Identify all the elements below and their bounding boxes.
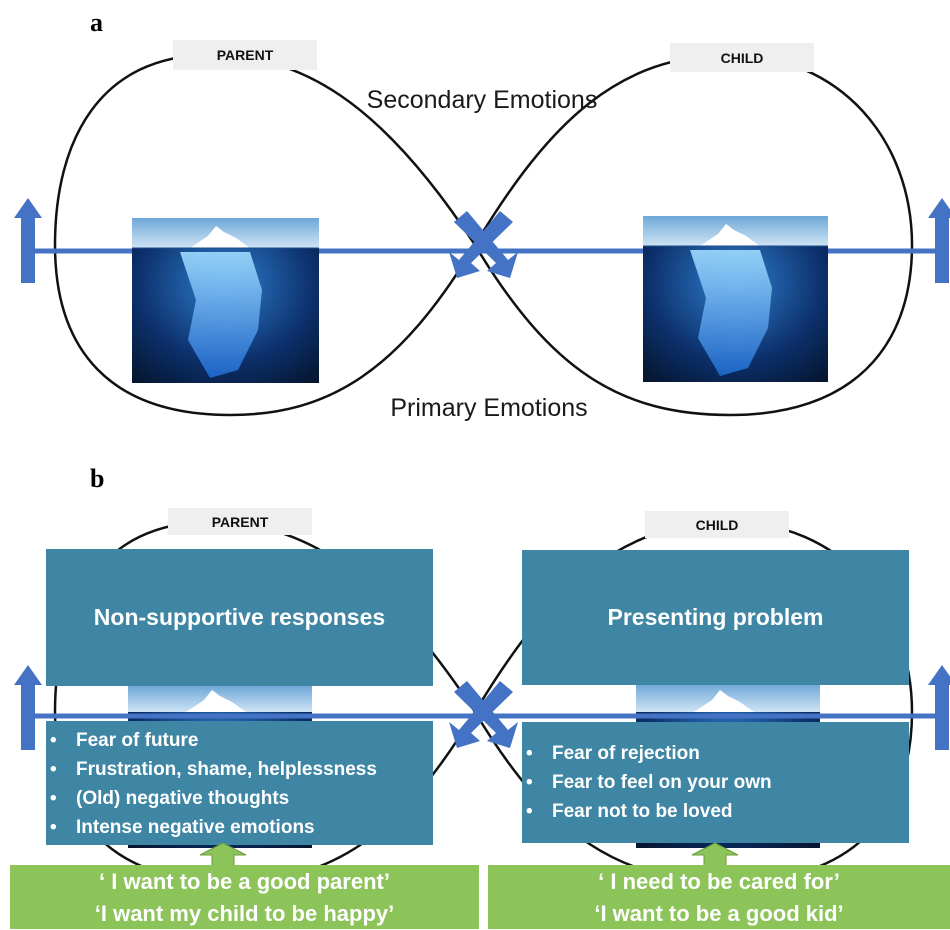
up-arrow-left-b-icon	[14, 665, 42, 750]
parent-response-box: Non-supportive responses	[46, 549, 433, 686]
crossing-arrows-b-icon	[449, 681, 518, 748]
list-item: Fear of future	[50, 726, 433, 755]
iceberg-image-right	[643, 216, 828, 382]
list-item: Fear of rejection	[526, 739, 909, 768]
list-item: Fear to feel on your own	[526, 768, 909, 797]
primary-emotions-label: Primary Emotions	[390, 394, 588, 422]
list-item: Intense negative emotions	[50, 813, 433, 842]
child-needs-box: ‘ I need to be cared for’ ‘I want to be …	[488, 865, 950, 929]
panel-b-letter: b	[90, 464, 105, 493]
green-up-arrow-left-icon	[199, 842, 247, 868]
iceberg-image-left	[132, 218, 319, 383]
list-item: (Old) negative thoughts	[50, 784, 433, 813]
green-up-arrow-right-icon	[691, 842, 739, 868]
panel-a-diagram	[14, 53, 950, 417]
child-label-a: CHILD	[670, 43, 814, 72]
parent-response-text: Non-supportive responses	[93, 604, 386, 630]
up-arrow-right-icon	[928, 198, 950, 283]
list-item: Fear not to be loved	[526, 797, 909, 826]
parent-label-b: PARENT	[168, 508, 312, 535]
child-label-b: CHILD	[645, 511, 789, 538]
secondary-emotions-label: Secondary Emotions	[366, 86, 598, 114]
parent-fears-box: Fear of future Frustration, shame, helpl…	[46, 721, 433, 845]
child-fears-box: Fear of rejection Fear to feel on your o…	[522, 722, 909, 843]
parent-need-1: ‘ I want to be a good parent’	[99, 869, 390, 894]
crossing-arrows-icon	[449, 211, 518, 278]
parent-label-a: PARENT	[173, 40, 317, 70]
child-fears-list: Fear of rejection Fear to feel on your o…	[522, 739, 909, 826]
child-response-box: Presenting problem	[522, 550, 909, 685]
parent-need-2: ‘I want my child to be happy’	[94, 901, 395, 926]
up-arrow-left-icon	[14, 198, 42, 283]
parent-needs-box: ‘ I want to be a good parent’ ‘I want my…	[10, 865, 479, 929]
parent-fears-list: Fear of future Frustration, shame, helpl…	[46, 726, 433, 842]
child-response-text: Presenting problem	[607, 604, 824, 630]
list-item: Frustration, shame, helplessness	[50, 755, 433, 784]
child-need-1: ‘ I need to be cared for’	[598, 869, 840, 894]
child-need-2: ‘I want to be a good kid’	[594, 901, 844, 926]
panel-a-letter: a	[90, 8, 103, 37]
up-arrow-right-b-icon	[928, 665, 950, 750]
